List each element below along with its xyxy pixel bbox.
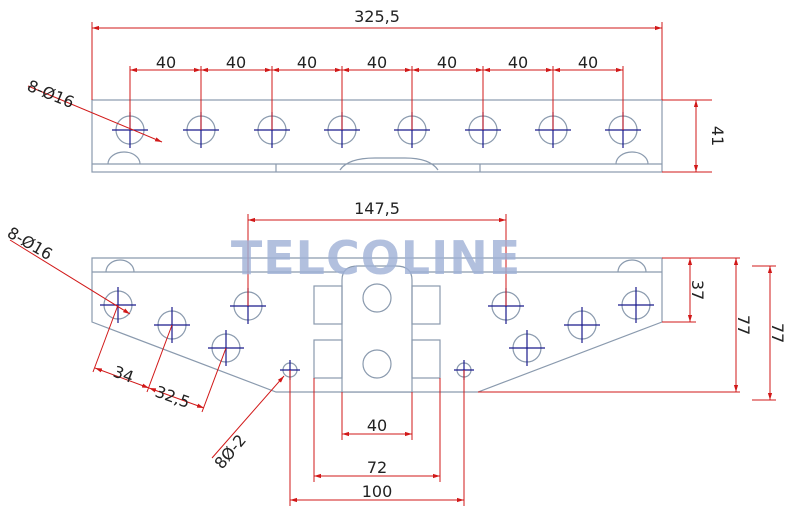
small-hole-callout-label: 8Ø-2 (211, 431, 250, 473)
offset-2-label: 32,5 (153, 382, 193, 412)
center-block (341, 265, 413, 393)
offset-1-label: 34 (111, 362, 137, 387)
front-left-notch (105, 259, 135, 273)
center-block-hole-lower (362, 349, 392, 379)
top-center-bump (339, 157, 439, 171)
overall-length-label: 325,5 (354, 7, 400, 26)
height-total-1-label: 77 (734, 315, 753, 335)
watermark-text: TELCOLINE (231, 231, 521, 285)
spacing-label: 40 (437, 53, 457, 72)
dim-top-height: 41 (662, 99, 727, 173)
top-height-label: 41 (708, 126, 727, 146)
spacing-label: 40 (578, 53, 598, 72)
spacing-label: 40 (156, 53, 176, 72)
spacing-label: 40 (367, 53, 387, 72)
front-hole (509, 330, 545, 366)
spacing-label: 40 (226, 53, 246, 72)
dim-right-heights: 37 77 77 (478, 257, 787, 401)
side-tab-left-upper (313, 285, 343, 325)
dim-bottom-widths: 40 72 100 (289, 370, 465, 506)
front-hole (564, 307, 600, 343)
dim-overall-length: 325,5 (91, 7, 663, 100)
top-right-notch (615, 151, 649, 165)
slot-width-label: 40 (367, 416, 387, 435)
height-small-label: 37 (688, 280, 707, 300)
height-total-2-label: 77 (768, 323, 787, 343)
dim-spacing-chain: 40 40 40 40 40 40 40 (129, 53, 624, 130)
inner-width-label: 72 (367, 458, 387, 477)
spacing-label: 40 (297, 53, 317, 72)
top-view: 325,5 40 40 40 40 40 40 40 (25, 7, 727, 173)
front-hole (618, 287, 654, 323)
front-hole-callout-label: 8-Ø16 (4, 223, 56, 264)
spacing-label: 40 (508, 53, 528, 72)
side-tab-right-lower (411, 339, 441, 379)
top-span-label: 147,5 (354, 199, 400, 218)
dim-top-span: 147,5 (247, 199, 507, 306)
front-view: 147,5 8-Ø16 34 32,5 8Ø-2 40 (4, 199, 787, 506)
center-block-hole-upper (362, 283, 392, 313)
top-holes (112, 112, 641, 148)
front-right-notch (617, 259, 647, 273)
side-tab-left-lower (313, 339, 343, 379)
outer-width-label: 100 (362, 482, 393, 501)
top-hole-callout-label: 8-Ø16 (25, 76, 77, 112)
side-tab-right-upper (411, 285, 441, 325)
top-plate-outline (91, 99, 663, 173)
top-left-notch (107, 151, 141, 165)
